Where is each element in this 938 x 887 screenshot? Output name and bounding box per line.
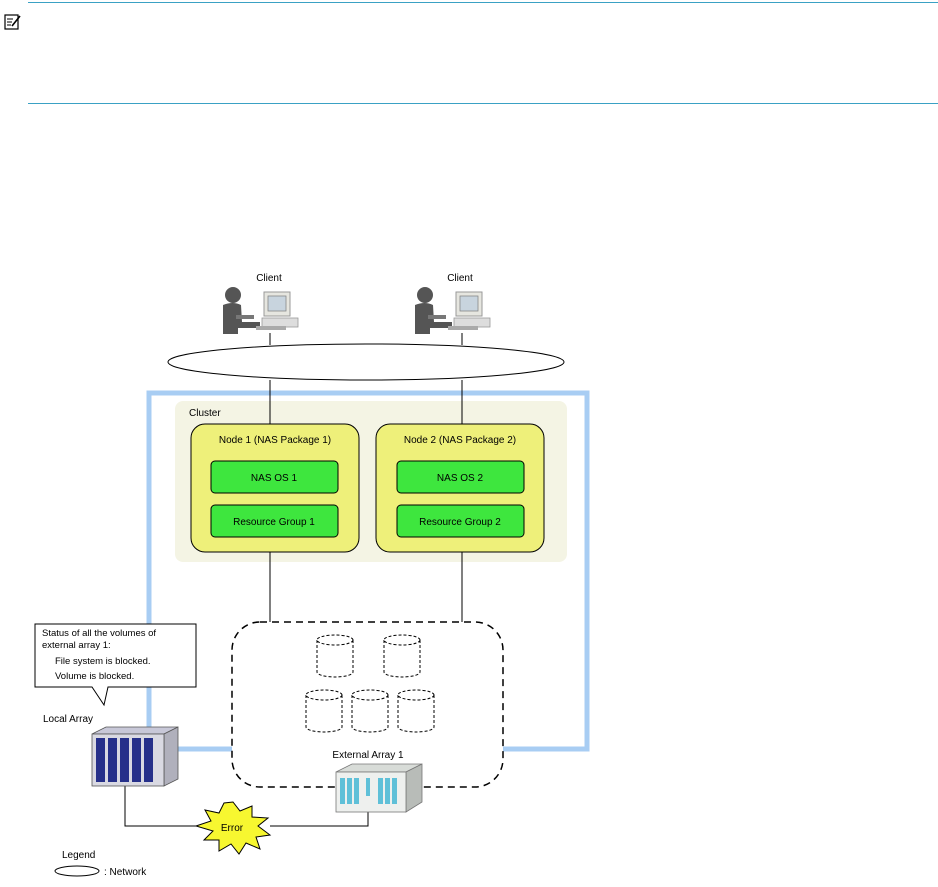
bottom-rule xyxy=(28,103,938,104)
node-1-label: Node 1 (NAS Package 1) xyxy=(219,435,331,446)
callout-line-1: Status of all the volumes of xyxy=(42,628,156,639)
volume-2 xyxy=(383,634,421,678)
cluster-label: Cluster xyxy=(189,408,221,419)
volume-4 xyxy=(351,689,389,733)
note-icon xyxy=(4,14,21,30)
node-2: Node 2 (NAS Package 2) NAS OS 2 Resource… xyxy=(375,423,545,553)
client-label-2: Client xyxy=(447,273,473,284)
legend-title: Legend xyxy=(62,850,95,861)
client-2: Client xyxy=(415,273,491,334)
volume-5 xyxy=(397,689,435,733)
error-burst-icon: Error xyxy=(194,801,272,855)
node-1: Node 1 (NAS Package 1) NAS OS 1 Resource… xyxy=(190,423,360,553)
node-1-os xyxy=(210,460,339,494)
legend: Legend : Network xyxy=(54,850,147,878)
node-1-os-label: NAS OS 1 xyxy=(251,473,298,484)
link-error-external xyxy=(270,812,369,827)
node-2-resource-group xyxy=(396,504,525,538)
node-1-resource-group xyxy=(210,504,339,538)
client-network xyxy=(167,343,565,381)
client-label-1: Client xyxy=(256,273,282,284)
node-2-os xyxy=(396,460,525,494)
volume-3 xyxy=(305,689,343,733)
error-label: Error xyxy=(221,823,244,834)
node-2-os-label: NAS OS 2 xyxy=(437,473,484,484)
user-at-computer-icon xyxy=(415,287,491,334)
local-array-label: Local Array xyxy=(43,714,93,725)
volume-1 xyxy=(316,634,354,678)
legend-network-label: : Network xyxy=(104,867,147,878)
callout-line-2: external array 1: xyxy=(42,640,111,651)
status-callout: Status of all the volumes of external ar… xyxy=(34,623,197,707)
client-1: Client xyxy=(223,273,299,334)
callout-line-4: Volume is blocked. xyxy=(55,671,134,682)
node-2-resource-group-label: Resource Group 2 xyxy=(419,517,501,528)
storage-array-icon xyxy=(335,763,423,813)
user-at-computer-icon xyxy=(223,287,299,334)
volume-disks xyxy=(305,634,435,733)
legend-network-symbol xyxy=(54,865,100,877)
disk-array-icon xyxy=(91,726,179,787)
callout-line-3: File system is blocked. xyxy=(55,656,151,667)
link-local-array-error xyxy=(124,785,196,827)
node-1-resource-group-label: Resource Group 1 xyxy=(233,517,315,528)
node-2-label: Node 2 (NAS Package 2) xyxy=(404,435,516,446)
external-array-label: External Array 1 xyxy=(332,750,404,761)
top-rule xyxy=(28,2,938,3)
